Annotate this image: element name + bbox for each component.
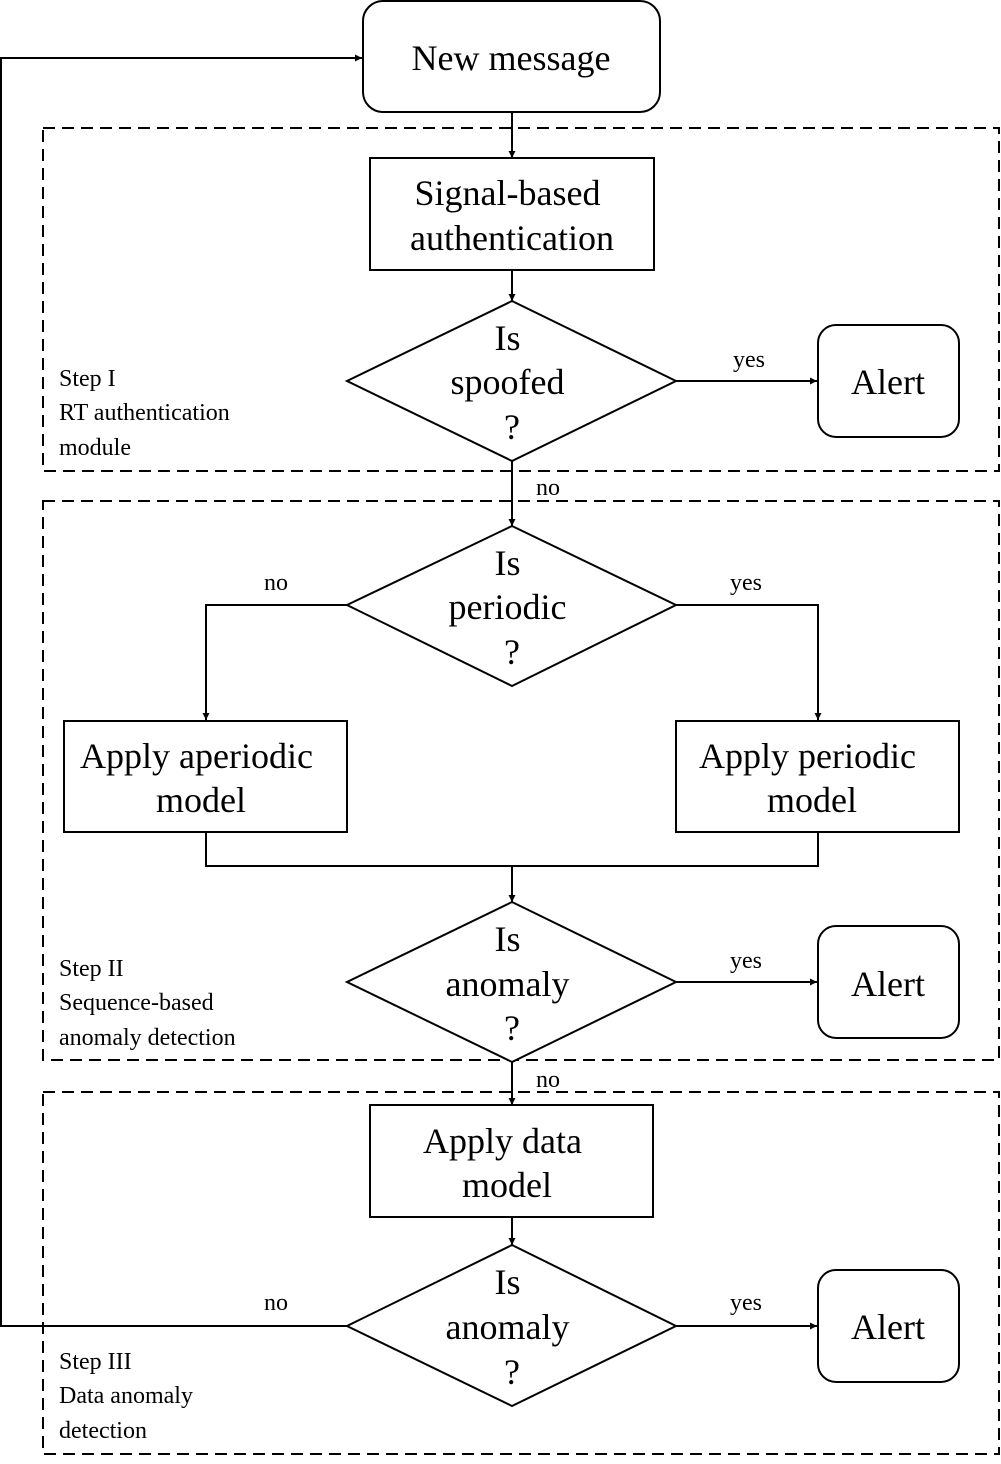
- step1-label: Step I RT authentication module: [59, 366, 236, 461]
- node-alert-2: [817, 925, 960, 1039]
- node-signal-auth: [369, 157, 655, 271]
- edge-aperiodic-merge: [205, 832, 512, 867]
- step1-container: [42, 127, 1000, 472]
- node-spoofed-label: Is spoofed ?: [451, 318, 574, 447]
- step3-label: Step III Data anomaly detection: [59, 1349, 199, 1444]
- node-signal-auth-label: Signal-based authentication: [410, 173, 614, 258]
- label-spoofed-no: no: [536, 475, 560, 501]
- node-anomaly-data-decision: [344, 1243, 679, 1408]
- label-anomaly-data-no: no: [264, 1290, 288, 1316]
- node-periodic-label: Is periodic ?: [449, 543, 576, 672]
- edge-periodic-yes: [676, 604, 822, 720]
- node-periodic-decision: [344, 524, 679, 688]
- step3-container: [42, 1091, 1000, 1455]
- step2-container: [42, 500, 1000, 1061]
- label-periodic-yes: yes: [730, 570, 762, 596]
- edge-periodic-merge: [512, 832, 819, 867]
- step2-label: Step II Sequence-based anomaly detection: [59, 956, 236, 1051]
- node-anomaly-data-label: Is anomaly ?: [446, 1262, 579, 1392]
- label-anomaly-seq-no: no: [536, 1067, 560, 1093]
- node-data-model-label: Apply data model: [423, 1121, 591, 1205]
- node-alert-3: [817, 1269, 960, 1383]
- node-alert-1: [817, 324, 960, 438]
- node-periodic-model-label: Apply periodic model: [699, 736, 925, 820]
- node-anomaly-seq-label: Is anomaly ?: [446, 919, 579, 1048]
- label-anomaly-seq-yes: yes: [730, 948, 762, 974]
- node-periodic-model: [675, 720, 960, 833]
- node-alert-2-label: Alert: [851, 964, 925, 1004]
- node-spoofed-decision: [344, 299, 679, 463]
- edge-anomaly-data-no-loop: [0, 54, 362, 1327]
- node-aperiodic-model: [63, 720, 348, 833]
- node-data-model: [369, 1104, 654, 1218]
- node-new-message-label: New message: [412, 38, 611, 78]
- node-alert-1-label: Alert: [851, 362, 925, 402]
- node-alert-3-label: Alert: [851, 1307, 925, 1347]
- node-anomaly-seq-decision: [344, 900, 679, 1064]
- label-spoofed-yes: yes: [733, 347, 765, 373]
- node-new-message: [362, 0, 661, 113]
- label-anomaly-data-yes: yes: [730, 1290, 762, 1316]
- node-aperiodic-model-label: Apply aperiodic model: [80, 736, 322, 820]
- label-periodic-no: no: [264, 570, 288, 596]
- edge-periodic-no: [202, 604, 347, 720]
